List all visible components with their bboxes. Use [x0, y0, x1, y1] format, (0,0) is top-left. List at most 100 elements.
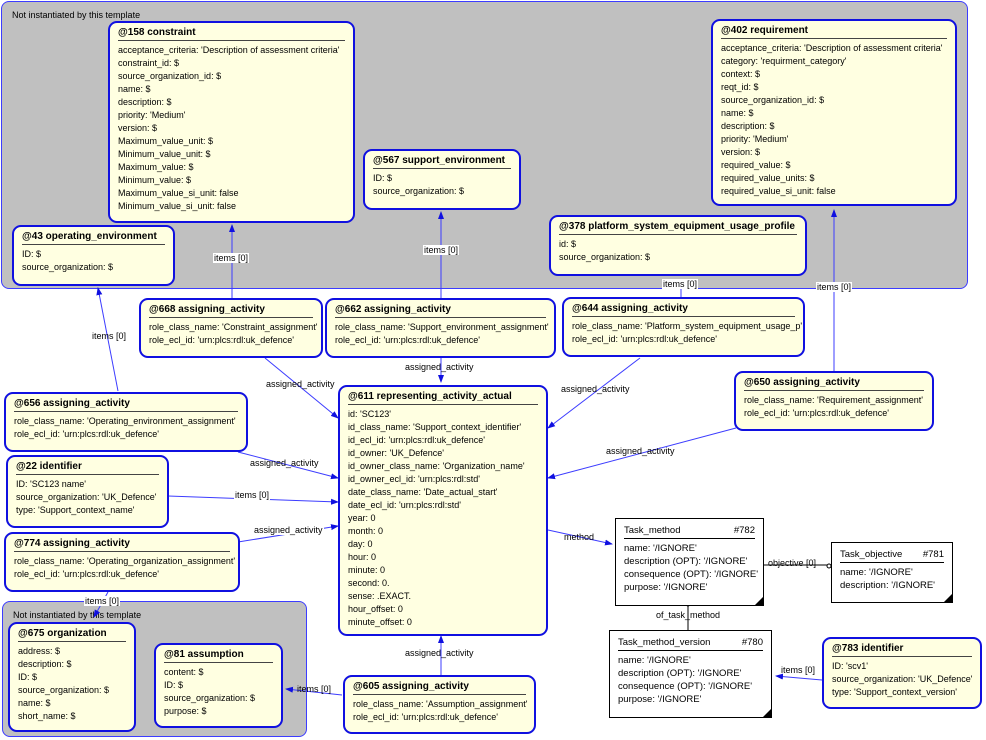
template-782-task-method[interactable]: Task_method #782 name: '/IGNORE'descript…: [615, 518, 764, 606]
attribute-row: hour_offset: 0: [348, 604, 403, 614]
entity-title: @611 representing_activity_actual: [348, 391, 538, 405]
attribute-row: year: 0: [348, 513, 376, 523]
entity-611-representing-activity-actual[interactable]: @611 representing_activity_actual id: 'S…: [338, 385, 548, 636]
entity-22-identifier[interactable]: @22 identifier ID: 'SC123 name'source_or…: [6, 455, 169, 528]
entity-title: @158 constraint: [118, 27, 345, 41]
template-id: #782: [733, 525, 755, 536]
link-label-assigned-activity: assigned_activity: [250, 458, 319, 468]
attribute-row: source_organization: 'UK_Defence': [832, 674, 973, 684]
attribute-row: ID: $: [18, 672, 38, 682]
entity-675-organization[interactable]: @675 organization address: $description:…: [8, 622, 136, 732]
entity-title: @402 requirement: [721, 25, 947, 39]
entity-attrs: id: $source_organization: $: [559, 238, 797, 264]
attribute-row: Minimum_value: $: [118, 175, 192, 185]
attribute-row: minute: 0: [348, 565, 386, 575]
entity-43-operating-environment[interactable]: @43 operating_environment ID: $source_or…: [12, 225, 175, 286]
entity-402-requirement[interactable]: @402 requirement acceptance_criteria: 'D…: [711, 19, 957, 206]
entity-783-identifier[interactable]: @783 identifier ID: 'scv1'source_organiz…: [822, 637, 982, 709]
entity-attrs: role_class_name: 'Requirement_assignment…: [744, 394, 924, 420]
template-name: Task_objective: [840, 549, 903, 560]
attribute-row: Minimum_value_unit: $: [118, 149, 211, 159]
attribute-row: description (OPT): '/IGNORE': [618, 668, 742, 679]
entity-668-assigning-activity[interactable]: @668 assigning_activity role_class_name:…: [139, 298, 323, 358]
attribute-row: Maximum_value_si_unit: false: [118, 188, 239, 198]
entity-656-assigning-activity[interactable]: @656 assigning_activity role_class_name:…: [4, 392, 248, 452]
link-label-objective: objective [0]: [768, 558, 817, 568]
template-title: Task_method #782: [624, 525, 755, 539]
link-label-assigned-activity: assigned_activity: [561, 384, 630, 394]
entity-81-assumption[interactable]: @81 assumption content: $ID: $source_org…: [154, 643, 283, 728]
attribute-row: ID: $: [164, 680, 184, 690]
link-650-611: [547, 427, 737, 480]
attribute-row: Maximum_value: $: [118, 162, 194, 172]
attribute-row: role_ecl_id: 'urn:plcs:rdl:uk_defence': [14, 429, 160, 439]
entity-605-assigning-activity[interactable]: @605 assigning_activity role_class_name:…: [343, 675, 536, 734]
attribute-row: description: $: [18, 659, 72, 669]
link-605-81: [285, 686, 343, 696]
attribute-row: name: '/IGNORE': [624, 543, 697, 554]
link-label-assigned-activity: assigned_activity: [405, 648, 474, 658]
attribute-row: minute_offset: 0: [348, 617, 412, 627]
corner-marker-icon: [763, 709, 771, 717]
attribute-row: role_ecl_id: 'urn:plcs:rdl:uk_defence': [149, 335, 295, 345]
link-label-items: items [0]: [234, 490, 271, 500]
region-label: Not instantiated by this template: [13, 610, 142, 620]
attribute-row: Maximum_value_unit: $: [118, 136, 214, 146]
link-label-assigned-activity: assigned_activity: [266, 379, 335, 389]
entity-attrs: ID: $ source_organization: $: [22, 248, 165, 274]
entity-title: @774 assigning_activity: [14, 538, 230, 552]
template-id: #781: [922, 549, 944, 560]
attribute-row: role_ecl_id: 'urn:plcs:rdl:uk_defence': [353, 712, 499, 722]
attribute-row: name: $: [18, 698, 51, 708]
link-644-611: [547, 357, 641, 429]
attribute-row: date_ecl_id: 'urn:plcs:rdl:std': [348, 500, 461, 510]
attribute-row: source_organization: $: [373, 186, 465, 196]
link-label-items: items [0]: [423, 245, 460, 255]
attribute-row: name: $: [721, 108, 754, 118]
template-781-task-objective[interactable]: Task_objective #781 name: '/IGNORE'descr…: [831, 542, 953, 603]
template-id: #780: [741, 637, 763, 648]
attribute-row: sense: .EXACT.: [348, 591, 412, 601]
entity-title: @675 organization: [18, 628, 126, 642]
entity-650-assigning-activity[interactable]: @650 assigning_activity role_class_name:…: [734, 371, 934, 431]
attribute-row: ID: 'SC123 name': [16, 479, 86, 489]
link-656-611: [237, 451, 339, 480]
attribute-row: role_ecl_id: 'urn:plcs:rdl:uk_defence': [744, 408, 890, 418]
entity-title: @378 platform_system_equipment_usage_pro…: [559, 221, 797, 235]
attribute-row: description: $: [721, 121, 775, 131]
entity-662-assigning-activity[interactable]: @662 assigning_activity role_class_name:…: [325, 298, 556, 358]
entity-title: @662 assigning_activity: [335, 304, 546, 318]
attribute-row: source_organization_id: $: [118, 71, 222, 81]
entity-title: @605 assigning_activity: [353, 681, 526, 695]
entity-567-support-environment[interactable]: @567 support_environment ID: $source_org…: [363, 149, 521, 210]
attribute-row: source_organization: $: [22, 262, 114, 272]
attribute-row: hour: 0: [348, 552, 377, 562]
link-label-assigned-activity: assigned_activity: [606, 446, 675, 456]
entity-644-assigning-activity[interactable]: @644 assigning_activity role_class_name:…: [562, 297, 805, 357]
entity-158-constraint[interactable]: @158 constraint acceptance_criteria: 'De…: [108, 21, 355, 223]
template-attrs: name: '/IGNORE'description (OPT): '/IGNO…: [618, 654, 763, 706]
entity-774-assigning-activity[interactable]: @774 assigning_activity role_class_name:…: [4, 532, 240, 592]
attribute-row: required_value_units: $: [721, 173, 815, 183]
attribute-row: acceptance_criteria: 'Description of ass…: [118, 45, 340, 55]
link-label-items: items [0]: [781, 665, 816, 675]
attribute-row: role_ecl_id: 'urn:plcs:rdl:uk_defence': [335, 335, 481, 345]
entity-title: @81 assumption: [164, 649, 273, 663]
template-780-task-method-version[interactable]: Task_method_version #780 name: '/IGNORE'…: [609, 630, 772, 718]
entity-378-platform-system-equipment-usage-profile[interactable]: @378 platform_system_equipment_usage_pro…: [549, 215, 807, 276]
entity-attrs: address: $description: $ID: $source_orga…: [18, 645, 126, 723]
attribute-row: ID: $: [22, 249, 42, 259]
entity-attrs: role_class_name: 'Constraint_assignment'…: [149, 321, 318, 347]
attribute-row: purpose: '/IGNORE': [618, 694, 702, 705]
entity-title: @22 identifier: [16, 461, 159, 475]
entity-title: @668 assigning_activity: [149, 304, 313, 318]
attribute-row: id_owner: 'UK_Defence': [348, 448, 444, 458]
attribute-row: role_class_name: 'Constraint_assignment': [149, 322, 318, 332]
attribute-row: source_organization: $: [18, 685, 110, 695]
attribute-row: consequence (OPT): '/IGNORE': [618, 681, 753, 692]
attribute-row: required_value: $: [721, 160, 791, 170]
entity-title: @656 assigning_activity: [14, 398, 238, 412]
template-attrs: name: '/IGNORE'description (OPT): '/IGNO…: [624, 542, 758, 594]
entity-attrs: ID: 'SC123 name'source_organization: 'UK…: [16, 478, 159, 517]
attribute-row: description: '/IGNORE': [840, 580, 935, 591]
